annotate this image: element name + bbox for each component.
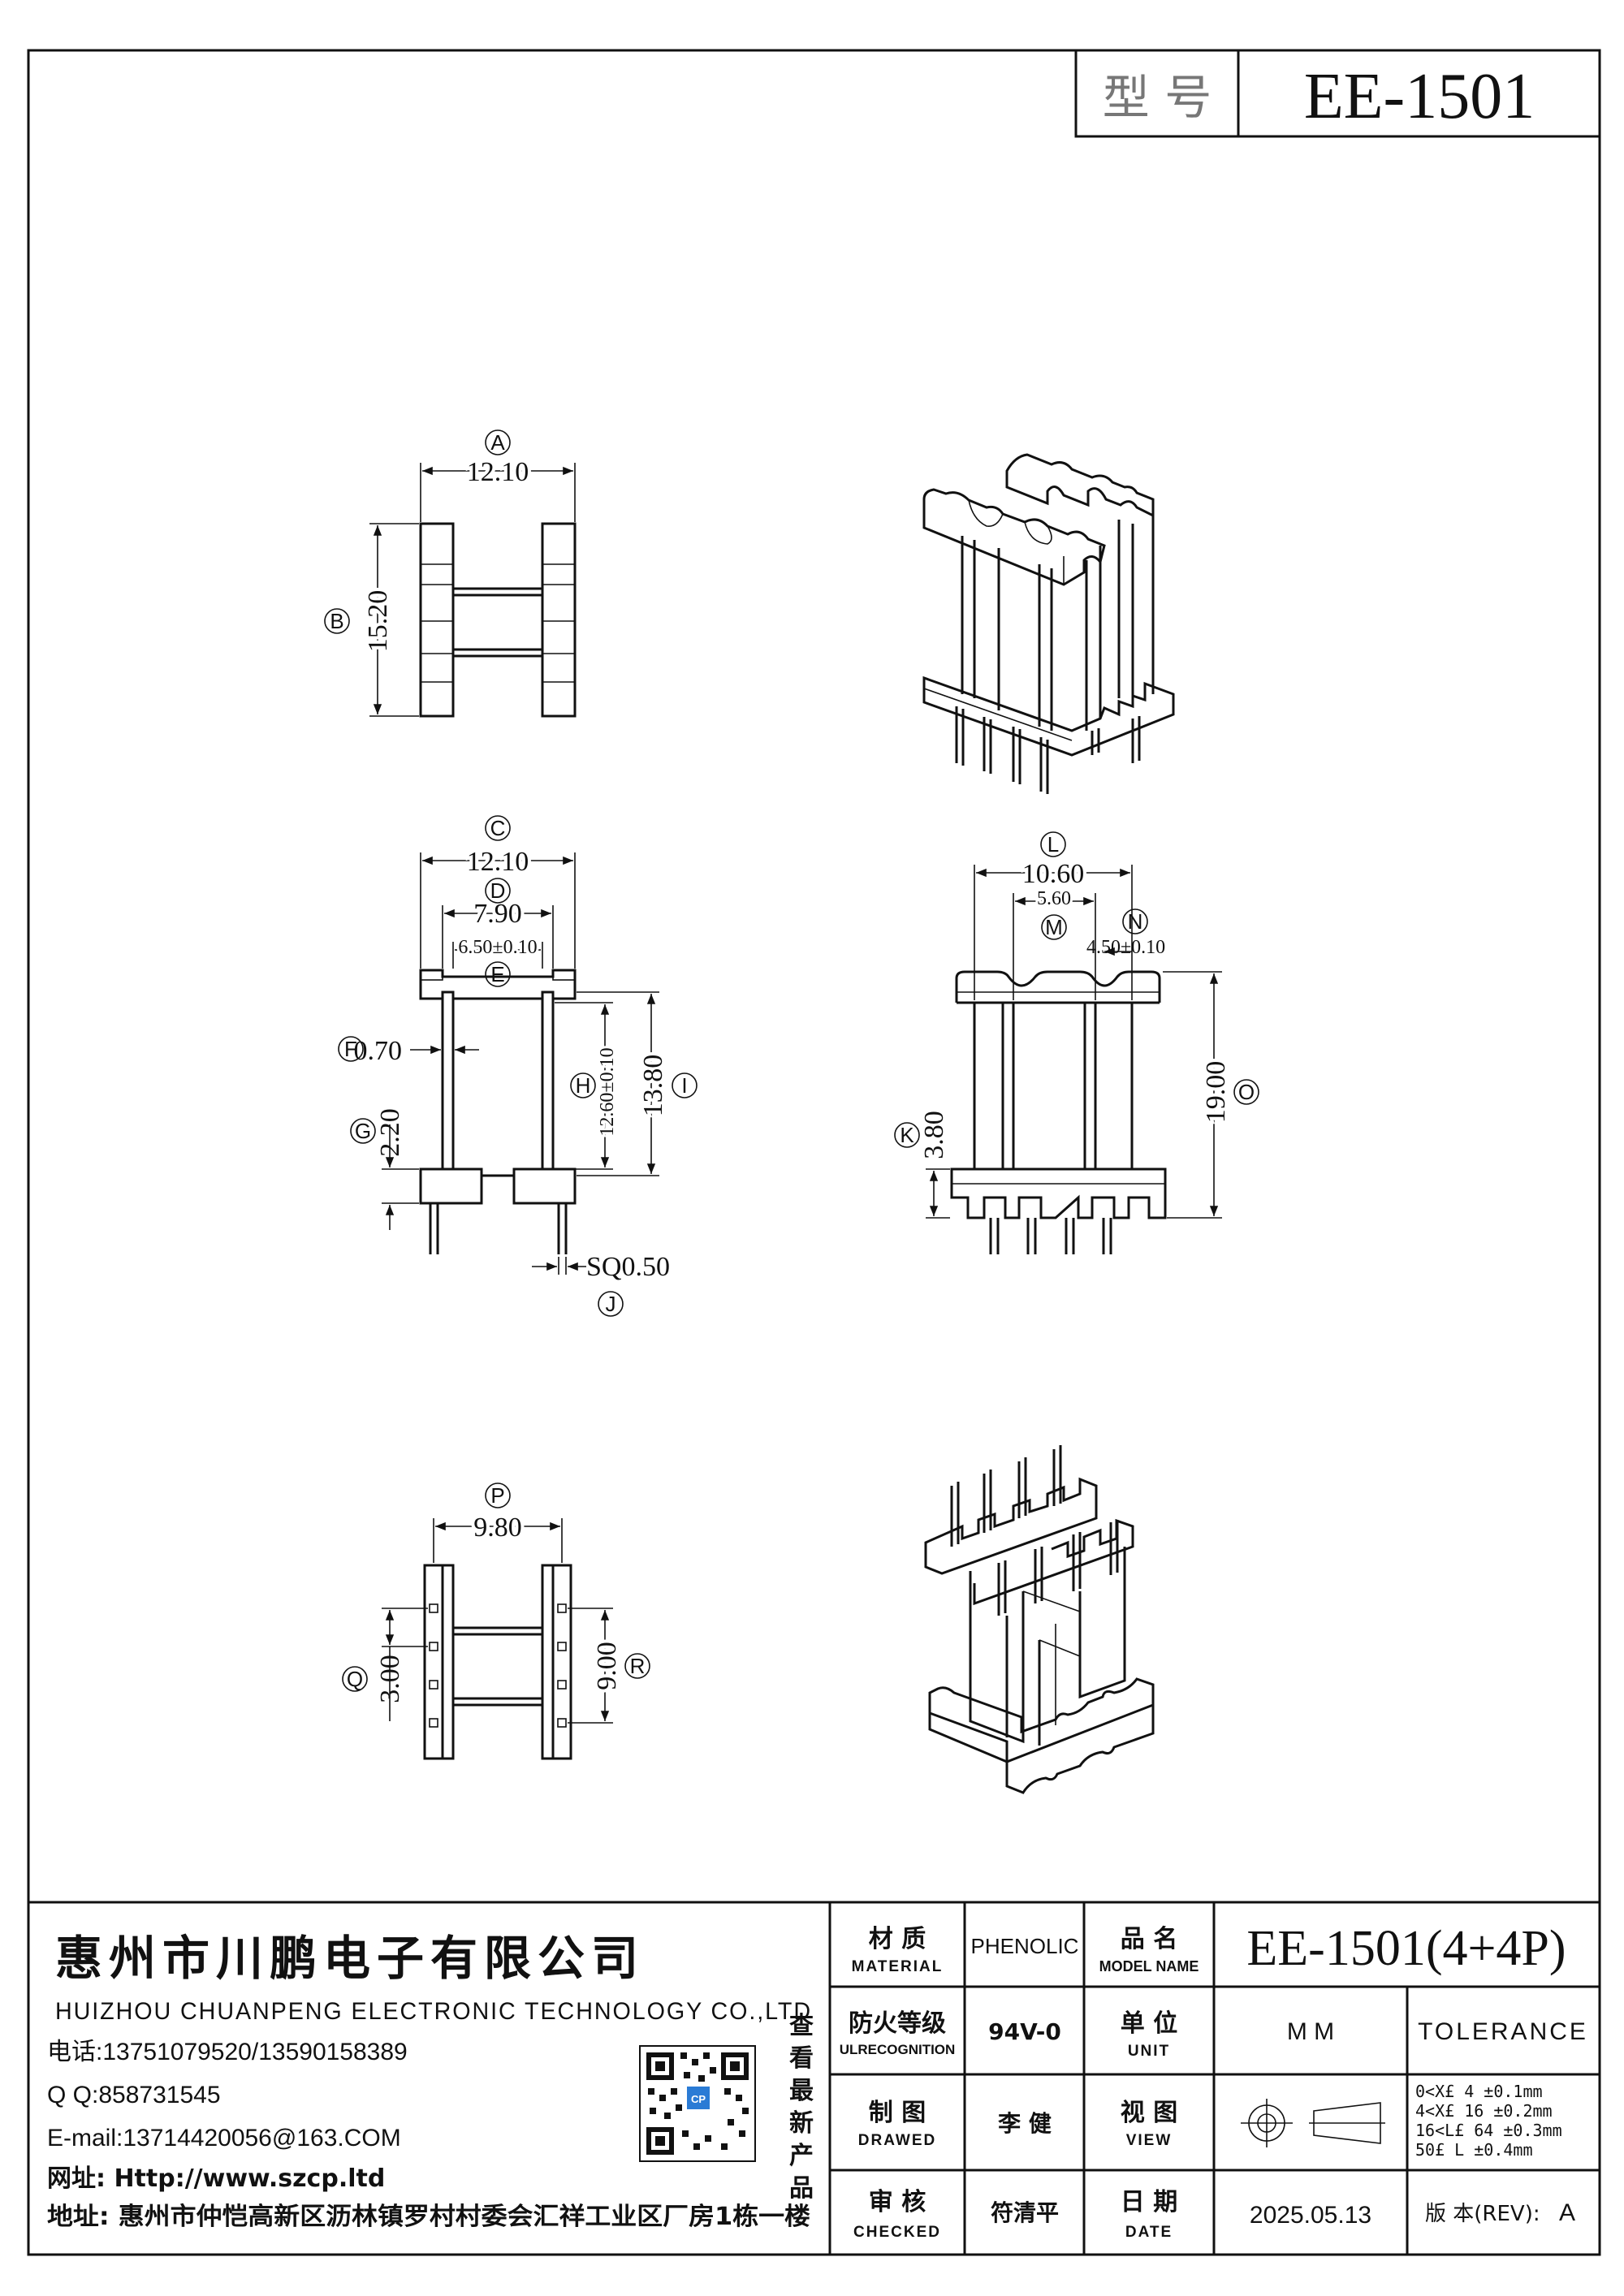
- projection-symbol-icon: [1241, 2099, 1385, 2147]
- header-model-value: EE-1501: [1304, 61, 1535, 132]
- unit-value: M M: [1287, 2018, 1334, 2045]
- tolerance-label: TOLERANCE: [1418, 2018, 1588, 2045]
- dim-e-letter: E: [490, 962, 504, 986]
- dim-l-value: 10.60: [1022, 859, 1085, 889]
- dim-j-value: SQ0.50: [586, 1252, 670, 1282]
- dim-a-value: 12.10: [467, 457, 529, 487]
- dim-n-value: 4.50±0.10: [1086, 937, 1165, 958]
- company-address: 地址: 惠州市仲恺高新区沥林镇罗村村委会汇祥工业区厂房1栋一楼: [47, 2203, 810, 2231]
- dim-i-value: 13.80: [638, 1055, 668, 1117]
- dim-f-value: 0.70: [354, 1036, 403, 1066]
- svg-text:品: 品: [789, 2174, 814, 2203]
- dim-r-value: 9.00: [592, 1642, 622, 1690]
- dim-f-letter: F: [344, 1037, 357, 1061]
- side-view: 10.60 L 5.60 M 4.50±0.10 N 3.80 K 19.00 …: [894, 831, 1259, 1254]
- company-phone: 电话:13751079520/13590158389: [47, 2039, 408, 2065]
- dim-n-letter: N: [1128, 909, 1143, 934]
- date-label-en: DATE: [1125, 2224, 1173, 2241]
- checked-label-en: CHECKED: [853, 2224, 941, 2241]
- title-block: 惠州市川鹏电子有限公司 HUIZHOU CHUANPENG ELECTRONIC…: [28, 1901, 1600, 2255]
- dim-h-letter: H: [576, 1073, 591, 1098]
- dim-e-value: 6.50±0.10: [458, 937, 537, 958]
- dim-p-value: 9.80: [473, 1513, 522, 1543]
- dim-c-letter: C: [490, 816, 506, 840]
- dim-q-value: 3.00: [375, 1655, 405, 1703]
- view-label-cn: 视 图: [1121, 2099, 1177, 2127]
- top-view: 12.10 A 15.20 B: [324, 429, 577, 718]
- company-name-cn: 惠州市川鹏电子有限公司: [55, 1931, 645, 1986]
- dim-k-value: 3.80: [919, 1111, 949, 1159]
- qr-code-icon: CP: [639, 2045, 756, 2162]
- drawed-label-en: DRAWED: [858, 2132, 936, 2149]
- svg-text:新: 新: [789, 2109, 814, 2138]
- svg-text:看: 看: [789, 2044, 814, 2073]
- dim-o-value: 19.00: [1201, 1061, 1231, 1124]
- tolerance-row-2: 4<X£ 16 ±0.2mm: [1415, 2101, 1553, 2121]
- dim-q-letter: Q: [347, 1667, 363, 1691]
- dim-b-value: 15.20: [363, 590, 393, 653]
- dim-m-letter: M: [1045, 915, 1063, 939]
- checked-label-cn: 审 核: [869, 2188, 926, 2216]
- drawing-frame: [27, 49, 1601, 2256]
- unit-label-cn: 单 位: [1121, 2009, 1177, 2038]
- dim-h-value: 12.60±0.10: [597, 1047, 618, 1136]
- dim-c-value: 12.10: [467, 847, 529, 877]
- dim-g-letter: G: [355, 1119, 371, 1143]
- date-label-cn: 日 期: [1121, 2188, 1177, 2216]
- dim-a-letter: A: [490, 430, 505, 455]
- bottom-view: 9.80 P 3.00 Q 9.00 R: [342, 1482, 650, 1760]
- svg-text:最: 最: [789, 2077, 814, 2105]
- dim-j-letter: J: [606, 1292, 616, 1316]
- rev-label: 版 本(REV):: [1425, 2202, 1540, 2226]
- drawed-value: 李 健: [998, 2110, 1052, 2137]
- header-model-label: 型 号: [1103, 70, 1212, 125]
- company-website: 网址: Http://www.szcp.ltd: [47, 2164, 385, 2193]
- ul-label-cn: 防火等级: [849, 2009, 946, 2038]
- ul-label-en: ULRECOGNITION: [840, 2042, 956, 2057]
- dim-l-letter: L: [1047, 832, 1059, 857]
- ul-value: 94V-0: [988, 2018, 1061, 2045]
- qr-logo-text: CP: [691, 2093, 706, 2105]
- company-email: E-mail:13714420056@163.COM: [47, 2125, 401, 2151]
- isometric-view-inverted: [924, 1445, 1155, 1794]
- dim-i-letter: I: [681, 1073, 687, 1098]
- svg-text:产: 产: [789, 2142, 814, 2170]
- qr-caption: 查 看 最 新 产 品: [789, 2012, 814, 2203]
- dim-d-value: 7.90: [473, 899, 522, 929]
- model-label-cn: 品 名: [1121, 1925, 1177, 1953]
- dim-d-letter: D: [490, 878, 506, 903]
- svg-text:查: 查: [789, 2012, 814, 2040]
- tolerance-row-4: 50£ L ±0.4mm: [1415, 2140, 1533, 2160]
- company-name-en: HUIZHOU CHUANPENG ELECTRONIC TECHNOLOGY …: [55, 1998, 812, 2025]
- drawed-label-cn: 制 图: [869, 2099, 926, 2127]
- dim-g-value: 2.20: [375, 1108, 405, 1157]
- front-view: 12.10 C 7.90 D 6.50±0.10 E 0.70 F 2.20 G: [338, 815, 698, 1317]
- dim-r-letter: R: [630, 1654, 646, 1678]
- dim-m-value: 5.60: [1037, 888, 1071, 909]
- material-label-cn: 材 质: [869, 1925, 926, 1953]
- dim-o-letter: O: [1238, 1080, 1255, 1104]
- date-value: 2025.05.13: [1250, 2202, 1371, 2229]
- view-label-en: VIEW: [1126, 2132, 1173, 2149]
- dim-k-letter: K: [900, 1123, 914, 1147]
- header-model-box: 型 号 EE-1501: [1074, 49, 1601, 138]
- model-value: EE-1501(4+4P): [1246, 1921, 1566, 1976]
- rev-value: A: [1559, 2199, 1575, 2226]
- tolerance-row-3: 16<L£ 64 ±0.3mm: [1415, 2121, 1562, 2140]
- company-qq: Q Q:858731545: [47, 2082, 221, 2108]
- dim-p-letter: P: [490, 1483, 504, 1508]
- checked-value: 符清平: [991, 2199, 1059, 2226]
- isometric-view-upright: [922, 453, 1175, 794]
- tolerance-row-1: 0<X£ 4 ±0.1mm: [1415, 2082, 1543, 2101]
- dim-b-letter: B: [330, 609, 343, 633]
- unit-label-en: UNIT: [1128, 2043, 1170, 2060]
- material-label-en: MATERIAL: [852, 1958, 944, 1975]
- material-value: PHENOLIC: [971, 1934, 1079, 1958]
- model-label-en: MODEL NAME: [1099, 1958, 1199, 1974]
